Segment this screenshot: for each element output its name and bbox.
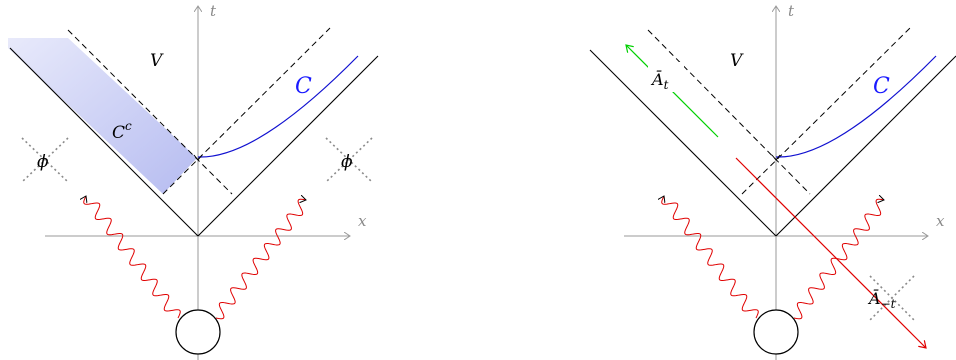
light-cone-right [197, 55, 379, 237]
t-axis-label: t [210, 2, 217, 20]
curve-C-label: C [295, 74, 312, 99]
x-axis-label: x [358, 212, 367, 230]
operator-t-label-bg [648, 62, 684, 92]
curve-C-start-marker [193, 154, 203, 161]
light-cone-left [9, 47, 199, 237]
operator-minus-t-label: Ā−t [867, 288, 896, 311]
phi-right-label: ϕ [341, 152, 353, 172]
operator-t-label: Āt [650, 69, 669, 92]
region-V-label: V [730, 51, 744, 71]
operator-minus-t-cross [869, 275, 915, 321]
dashed-cone-left [647, 29, 811, 195]
phi-left-label: ϕ [37, 152, 49, 172]
wave-left [84, 196, 181, 319]
operator-minus-t-arrow [735, 157, 926, 348]
source-circle [175, 309, 221, 355]
phi-right-cross [325, 137, 373, 183]
region-V-label: V [150, 51, 164, 71]
curve-C [775, 55, 937, 158]
wave-left [662, 196, 759, 319]
right-panel: t x V C Āt Ā−t [589, 2, 956, 360]
x-axis-label: x [936, 212, 945, 230]
curve-C [197, 55, 359, 158]
complement-region [8, 38, 197, 194]
curve-C-start-marker [771, 154, 781, 161]
light-cone-right [775, 55, 956, 237]
curve-C-label: C [873, 74, 890, 99]
light-cone-left [589, 49, 777, 237]
left-panel: t x V C Cc ϕ ϕ [8, 2, 379, 360]
wave-right [215, 199, 306, 320]
wave-right [793, 199, 884, 320]
phi-left-cross [21, 137, 69, 183]
complement-label: Cc [112, 119, 132, 143]
dashed-cone-left [67, 29, 233, 195]
t-axis-label: t [788, 2, 795, 20]
source-circle [753, 309, 799, 355]
dashed-cone-right [741, 27, 911, 195]
dashed-cone-right [162, 27, 331, 195]
